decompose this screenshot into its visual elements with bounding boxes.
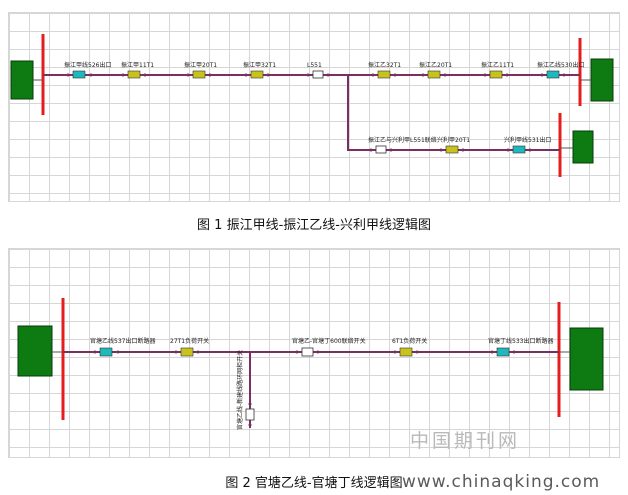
label-sw1: 官塘乙线537出口断路器 xyxy=(90,337,155,345)
figure-1-diagram: 振江甲线526出口 振江甲11T1 振江甲20T1 振江甲32T1 L551 振… xyxy=(10,34,614,177)
figure-1-caption: 图 1 振江甲线-振江乙线-兴利甲线逻辑图 xyxy=(197,218,431,233)
substation-bottom-right xyxy=(572,130,594,164)
breaker-sw1[interactable] xyxy=(72,70,86,79)
label-sw2: 振江甲11T1 xyxy=(121,61,154,69)
breaker-branch3[interactable] xyxy=(512,145,526,154)
branch-line xyxy=(347,75,560,151)
label-sw1: 振江甲线526出口 xyxy=(64,61,111,69)
label-sw6: 振江乙32T1 xyxy=(368,61,401,69)
load-switch-sw6[interactable] xyxy=(377,70,391,79)
label-sw9: 振江乙线530出口 xyxy=(537,61,584,69)
figure-1: 振江甲线526出口 振江甲11T1 振江甲20T1 振江甲32T1 L551 振… xyxy=(0,0,628,240)
label-sw4: 振江甲32T1 xyxy=(243,61,276,69)
label-branch1: 振江乙与兴利甲L551联络 xyxy=(368,136,437,144)
figure-2-caption: 图 2 官塘乙线-官塘丁线逻辑图 xyxy=(225,476,403,491)
label-sw2: 27T1负荷开关 xyxy=(170,337,209,345)
load-switch-sw2[interactable] xyxy=(180,347,194,357)
load-switch-sw2[interactable] xyxy=(127,70,141,79)
label-branch2: 兴利甲20T1 xyxy=(437,136,470,144)
label-branch3: 兴利甲线531出口 xyxy=(504,136,551,144)
load-switch-branch2[interactable] xyxy=(445,145,459,154)
tie-switch-vertical[interactable] xyxy=(245,408,255,421)
tie-switch-sw5[interactable] xyxy=(312,70,324,79)
breaker-sw1[interactable] xyxy=(99,347,113,357)
watermark-url: www.chinaqking.com xyxy=(402,472,601,492)
substation-left xyxy=(17,325,53,377)
load-switch-sw8[interactable] xyxy=(489,70,503,79)
label-vertical: 官塘乙线-新建线路环网柜开关 xyxy=(236,350,244,430)
tie-switch-branch1[interactable] xyxy=(375,145,387,154)
load-switch-sw3[interactable] xyxy=(192,70,206,79)
figure-2: 官塘乙线537出口断路器 27T1负荷开关 官塘乙-官塘丁600联络开关 6T1… xyxy=(0,240,628,495)
load-switch-sw4[interactable] xyxy=(399,347,413,357)
label-sw3: 振江甲20T1 xyxy=(184,61,217,69)
watermark-cn: 中国期刊网 xyxy=(410,430,521,452)
label-sw4: 6T1负荷开关 xyxy=(392,337,427,345)
tie-switch-sw3[interactable] xyxy=(301,347,314,357)
figure-2-diagram: 官塘乙线537出口断路器 27T1负荷开关 官塘乙-官塘丁600联络开关 6T1… xyxy=(17,298,604,430)
breaker-sw9[interactable] xyxy=(546,70,560,79)
label-sw5: L551 xyxy=(307,62,322,69)
label-sw8: 振江乙11T1 xyxy=(481,61,514,69)
load-switch-sw7[interactable] xyxy=(427,70,441,79)
substation-right xyxy=(590,58,614,102)
load-switch-sw4[interactable] xyxy=(250,70,264,79)
label-sw3: 官塘乙-官塘丁600联络开关 xyxy=(292,337,366,345)
substation-left xyxy=(10,60,34,100)
breaker-sw5[interactable] xyxy=(496,347,510,357)
label-sw5: 官塘丁线533出口断路器 xyxy=(488,337,553,345)
substation-right xyxy=(569,327,604,391)
label-sw7: 振江乙20T1 xyxy=(419,61,452,69)
figure-1-grid xyxy=(8,12,620,202)
